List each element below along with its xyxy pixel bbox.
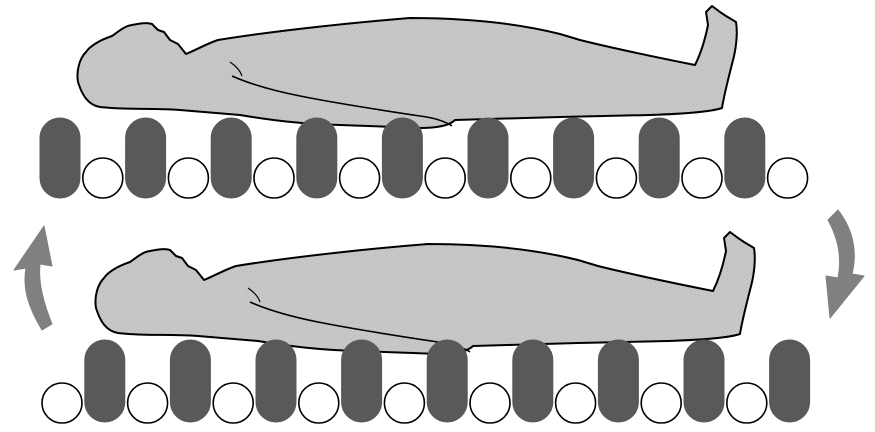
patient-figure-bottom: [95, 232, 754, 354]
deflated-air-cell: [168, 158, 208, 198]
curved-arrow-up-icon: [14, 226, 52, 330]
mattress-state-bottom: [42, 232, 810, 423]
deflated-air-cell: [340, 158, 380, 198]
inflated-air-cell: [85, 340, 125, 422]
inflated-air-cell: [342, 340, 382, 422]
deflated-air-cell: [768, 158, 808, 198]
inflated-air-cell: [598, 340, 638, 422]
air-cell-row-top: [40, 118, 808, 198]
inflated-air-cell: [170, 340, 210, 422]
inflated-air-cell: [770, 340, 810, 422]
deflated-air-cell: [213, 383, 253, 423]
deflated-air-cell: [596, 158, 636, 198]
deflated-air-cell: [128, 383, 168, 423]
deflated-air-cell: [727, 383, 767, 423]
deflated-air-cell: [384, 383, 424, 423]
inflated-air-cell: [427, 340, 467, 422]
curved-arrow-down-icon: [826, 210, 864, 318]
inflated-air-cell: [40, 118, 80, 198]
inflated-air-cell: [639, 118, 679, 198]
inflated-air-cell: [554, 118, 594, 198]
deflated-air-cell: [425, 158, 465, 198]
deflated-air-cell: [641, 383, 681, 423]
deflated-air-cell: [42, 383, 82, 423]
inflated-air-cell: [126, 118, 166, 198]
deflated-air-cell: [682, 158, 722, 198]
inflated-air-cell: [211, 118, 251, 198]
inflated-air-cell: [725, 118, 765, 198]
deflated-air-cell: [470, 383, 510, 423]
inflated-air-cell: [382, 118, 422, 198]
inflated-air-cell: [256, 340, 296, 422]
inflated-air-cell: [468, 118, 508, 198]
deflated-air-cell: [511, 158, 551, 198]
inflated-air-cell: [297, 118, 337, 198]
deflated-air-cell: [299, 383, 339, 423]
mattress-state-top: [40, 6, 808, 198]
deflated-air-cell: [556, 383, 596, 423]
inflated-air-cell: [513, 340, 553, 422]
inflated-air-cell: [684, 340, 724, 422]
deflated-air-cell: [83, 158, 123, 198]
deflated-air-cell: [254, 158, 294, 198]
patient-figure-top: [77, 6, 736, 128]
